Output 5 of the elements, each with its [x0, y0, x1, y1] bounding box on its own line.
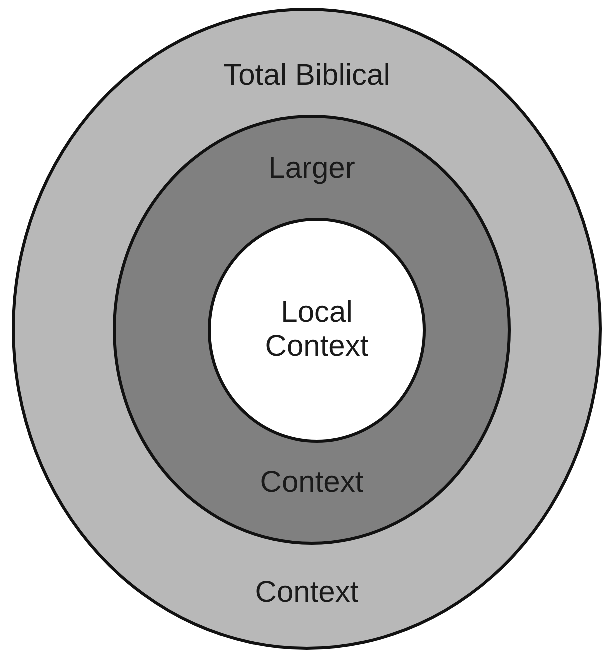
ring-label: Total Biblical	[222, 59, 392, 93]
ring-label: Larger	[268, 152, 356, 186]
ring-label: Context	[254, 576, 360, 610]
ring-label: Local Context	[264, 296, 370, 364]
ring-label: Context	[259, 466, 365, 500]
